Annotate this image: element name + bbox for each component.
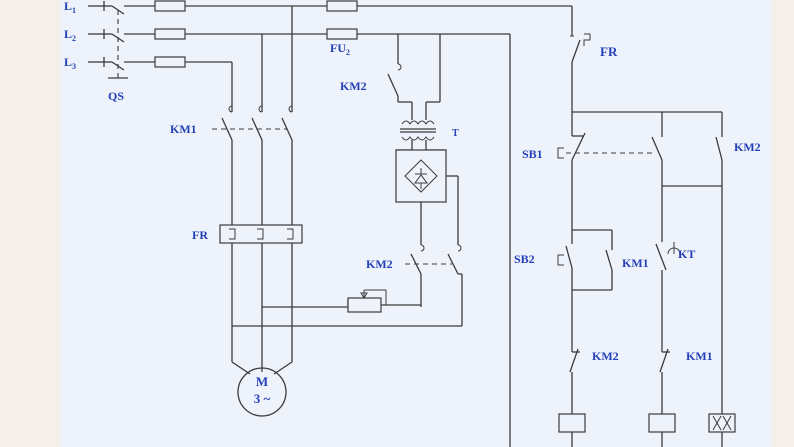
label-km2-right: KM2 xyxy=(734,140,761,154)
label-t: T xyxy=(452,128,459,139)
labels: L1 L2 L3 QS FU2 KM2 T KM1 FR KM2 M 3 ~ F… xyxy=(64,0,761,406)
label-l3: L3 xyxy=(64,55,76,71)
km2-coil xyxy=(648,413,676,433)
label-fr-ctrl: FR xyxy=(600,44,618,59)
main-circuit xyxy=(212,6,462,417)
label-km2-interlock: KM2 xyxy=(592,349,619,363)
label-kt: KT xyxy=(678,247,695,261)
label-qs: QS xyxy=(108,89,124,103)
motor-label: M xyxy=(256,374,268,389)
label-km2-top: KM2 xyxy=(340,79,367,93)
label-l2: L2 xyxy=(64,27,76,43)
label-sb2: SB2 xyxy=(514,252,535,266)
label-km2-mid: KM2 xyxy=(366,257,393,271)
motor-phase-label: 3 ~ xyxy=(254,391,271,406)
label-l1: L1 xyxy=(64,0,76,15)
label-km1-main: KM1 xyxy=(170,122,197,136)
label-fu2: FU2 xyxy=(330,41,350,57)
control-circuit xyxy=(557,6,736,447)
label-sb1: SB1 xyxy=(522,147,543,161)
label-km1-hold: KM1 xyxy=(622,256,649,270)
label-fr-main: FR xyxy=(192,228,208,242)
motor-circle xyxy=(237,367,287,417)
supply-lines xyxy=(88,0,572,447)
brake-circuit xyxy=(347,34,463,326)
diagram-panel xyxy=(60,0,772,447)
label-km1-interlock: KM1 xyxy=(686,349,713,363)
km1-coil xyxy=(558,413,586,433)
